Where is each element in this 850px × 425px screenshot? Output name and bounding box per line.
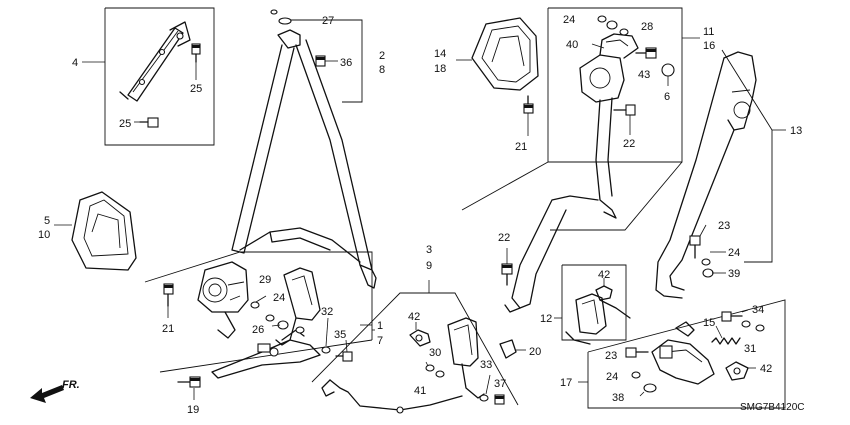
callout-4: 4 (72, 57, 78, 69)
callout-28: 28 (641, 21, 653, 33)
callout-40: 40 (566, 39, 578, 51)
callout-37: 37 (494, 378, 506, 390)
part-14-18-cover (456, 17, 539, 91)
callout-24: 24 (563, 14, 575, 26)
callout-7: 7 (377, 335, 383, 347)
callout-42: 42 (598, 269, 610, 281)
bolt-21-left (163, 283, 174, 318)
callout-36: 36 (340, 57, 352, 69)
callout-38: 38 (612, 392, 624, 404)
part-5-10-cover (54, 191, 137, 271)
callout-25: 25 (190, 83, 202, 95)
callout-17: 17 (560, 377, 572, 389)
callout-19: 19 (187, 404, 199, 416)
group-12-center-buckle (554, 264, 631, 345)
callout-42: 42 (408, 311, 420, 323)
callout-10: 10 (38, 229, 50, 241)
callout-21: 21 (515, 141, 527, 153)
callout-18: 18 (434, 63, 446, 75)
callout-24: 24 (273, 292, 285, 304)
callout-16: 16 (703, 40, 715, 52)
bolt-19 (177, 376, 201, 400)
callout-1: 1 (377, 320, 383, 332)
callout-32: 32 (321, 306, 333, 318)
front-shoulder-belt (197, 29, 377, 339)
callout-27: 27 (322, 15, 334, 27)
clip-20 (499, 339, 526, 359)
callout-labels: 4 25 25 27 36 2 8 14 18 24 28 40 11 16 4… (38, 14, 804, 416)
group-1-7-buckle-assembly (144, 251, 375, 379)
callout-15: 15 (703, 317, 715, 329)
group-11-16-rear-outer-belt (461, 7, 700, 313)
group-2-8-anchor-hardware (270, 9, 363, 103)
callout-3: 3 (426, 244, 432, 256)
front-direction-arrow-icon (30, 385, 64, 403)
callout-5: 5 (44, 215, 50, 227)
callout-22: 22 (623, 138, 635, 150)
callout-12: 12 (540, 313, 552, 325)
callout-29: 29 (259, 274, 271, 286)
callout-9: 9 (426, 260, 432, 272)
group-17-lower-anchor (578, 299, 786, 409)
callout-39: 39 (728, 268, 740, 280)
callout-8: 8 (379, 64, 385, 76)
direction-label: FR. (62, 379, 80, 391)
callout-24: 24 (728, 247, 740, 259)
part-13-rear-right-belt (655, 49, 786, 299)
callout-14: 14 (434, 48, 446, 60)
drawing-code: SMG7B4120C (740, 402, 804, 413)
callout-13: 13 (790, 125, 802, 137)
callout-34: 34 (752, 304, 764, 316)
callout-23: 23 (605, 350, 617, 362)
callout-6: 6 (664, 91, 670, 103)
callout-25: 25 (119, 118, 131, 130)
group-3-9-rear-buckle (311, 280, 519, 414)
callout-11: 11 (703, 26, 714, 38)
callout-24: 24 (606, 371, 618, 383)
bolt-22-lower (501, 248, 513, 286)
group-4-adjuster-bracket (82, 7, 215, 146)
callout-26: 26 (252, 324, 264, 336)
callout-30: 30 (429, 347, 441, 359)
callout-2: 2 (379, 50, 385, 62)
callout-42: 42 (760, 363, 772, 375)
callout-35: 35 (334, 329, 346, 341)
callout-23: 23 (718, 220, 730, 232)
callout-20: 20 (529, 346, 541, 358)
callout-43: 43 (638, 69, 650, 81)
callout-41: 41 (414, 385, 426, 397)
callout-31: 31 (744, 343, 756, 355)
bolt-21-upper (523, 95, 534, 136)
callout-33: 33 (480, 359, 492, 371)
callout-21: 21 (162, 323, 174, 335)
callout-22: 22 (498, 232, 510, 244)
